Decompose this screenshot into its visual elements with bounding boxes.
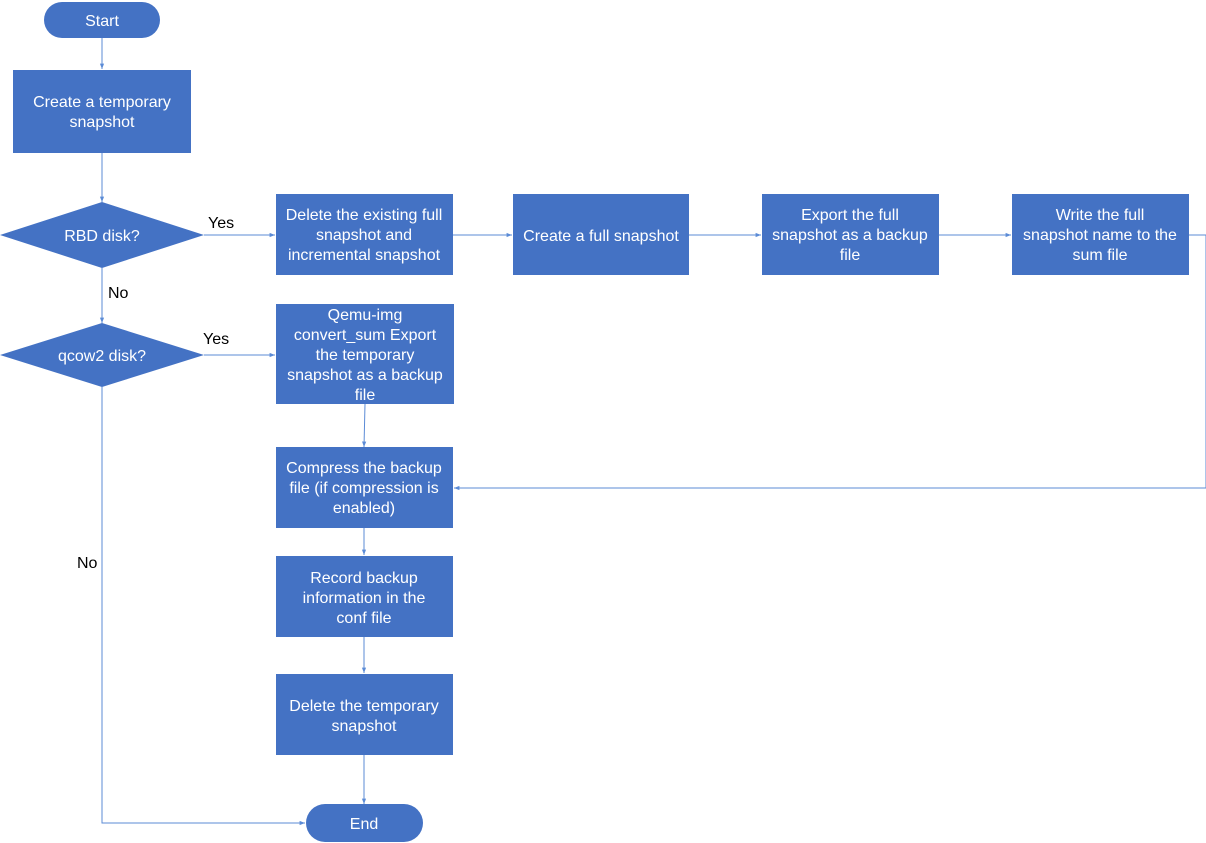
label-line: sum file [1072, 247, 1127, 264]
label-line: Delete the temporary [289, 698, 438, 715]
label-line: Write the full [1056, 207, 1145, 224]
create-temporary-snapshot-label: Create a temporary snapshot [33, 94, 171, 131]
export-full-snapshot-label: Export the full snapshot as a backup file [772, 207, 928, 264]
label-line: snapshot as a backup [772, 227, 928, 244]
label-line: the temporary [316, 347, 415, 364]
create-full-snapshot-node: Create a full snapshot [513, 194, 689, 275]
write-full-snapshot-name-label: Write the full snapshot name to the sum fi… [1023, 207, 1177, 264]
label-line: snapshot as a backup [287, 367, 443, 384]
label-line: Qemu-img [328, 307, 403, 324]
start-node: Start [44, 2, 160, 38]
edge-labels: Yes No Yes No [77, 215, 234, 572]
label-line: Record backup [310, 570, 418, 587]
edge-label-qcow2-no: No [77, 555, 98, 572]
label-line: Start [85, 13, 119, 30]
label-line: file (if compression is [289, 480, 438, 497]
export-full-snapshot-node: Export the full snapshot as a backup file [762, 194, 939, 275]
create-full-snapshot-label: Create a full snapshot [523, 228, 679, 245]
edge-label-rbd-no: No [108, 285, 129, 302]
connector-qcow2-to-end [101, 387, 305, 826]
edge-label-rbd-yes: Yes [208, 215, 234, 232]
record-backup-info-label: Record backup information in the conf file [303, 570, 426, 627]
label-line: file [355, 387, 376, 404]
rbd-disk-label: RBD disk? [64, 228, 140, 245]
label-line: convert_sum Export [294, 327, 437, 344]
compress-backup-label: Compress the backup file (if compression … [286, 460, 442, 517]
record-backup-info-node: Record backup information in the conf file [276, 556, 453, 637]
label-line: conf file [336, 610, 391, 627]
edge-label-qcow2-yes: Yes [203, 331, 229, 348]
qemu-img-export-label: Qemu-img convert_sum Export the temporary s… [287, 307, 443, 404]
end-node: End [306, 804, 423, 842]
qemu-img-export-node: Qemu-img convert_sum Export the temporary s… [276, 304, 454, 404]
qcow2-disk-decision: qcow2 disk? [0, 323, 204, 387]
label-line: snapshot [332, 718, 397, 735]
connector-write-full-to-compress [454, 234, 1206, 491]
write-full-snapshot-name-node: Write the full snapshot name to the sum fi… [1012, 194, 1189, 275]
compress-backup-node: Compress the backup file (if compression … [276, 447, 453, 528]
label-line: Compress the backup [286, 460, 442, 477]
label-line: Create a temporary [33, 94, 171, 111]
label-line: file [840, 247, 861, 264]
delete-temporary-snapshot-label: Delete the temporary snapshot [289, 698, 438, 735]
label-line: Delete the existing full [286, 207, 443, 224]
label-line: Create a full snapshot [523, 228, 679, 245]
label-line: qcow2 disk? [58, 348, 146, 365]
delete-existing-snapshots-label: Delete the existing full snapshot and incr… [286, 207, 443, 264]
label-line: enabled) [333, 500, 395, 517]
label-line: End [350, 816, 378, 833]
qcow2-disk-label: qcow2 disk? [58, 348, 146, 365]
delete-temporary-snapshot-node: Delete the temporary snapshot [276, 674, 453, 755]
end-node-label: End [350, 816, 378, 833]
start-node-label: Start [85, 13, 119, 30]
label-line: snapshot name to the [1023, 227, 1177, 244]
label-line: snapshot [70, 114, 135, 131]
label-line: information in the [303, 590, 426, 607]
label-line: snapshot and [316, 227, 412, 244]
label-line: incremental snapshot [288, 247, 441, 264]
connector-qemu-img-to-compress [362, 403, 367, 448]
delete-existing-snapshots-node: Delete the existing full snapshot and incr… [276, 194, 453, 275]
create-temporary-snapshot-node: Create a temporary snapshot [13, 70, 191, 153]
connectors [99, 38, 1206, 826]
label-line: RBD disk? [64, 228, 140, 245]
label-line: Export the full [801, 207, 899, 224]
rbd-disk-decision: RBD disk? [0, 202, 204, 268]
